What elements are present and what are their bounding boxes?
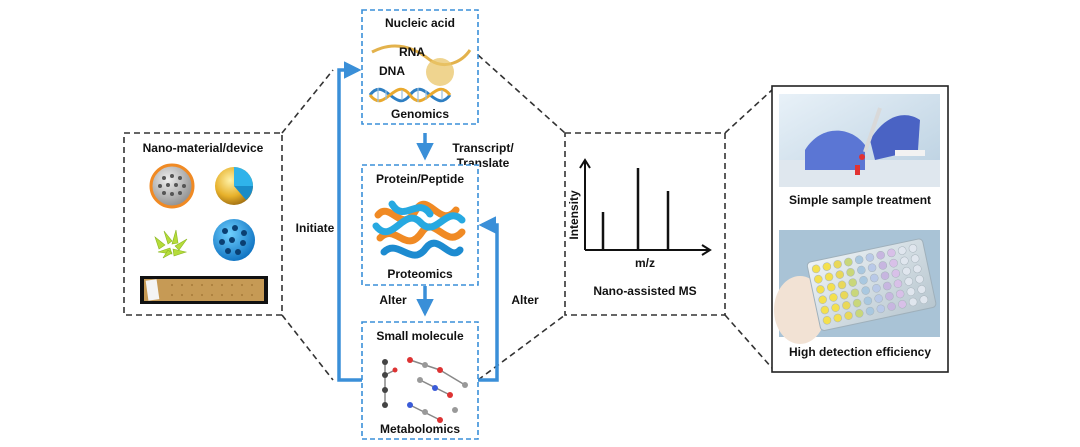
plate-well: [906, 287, 916, 296]
ms-x-label: m/z: [635, 256, 655, 270]
proteomics-label: Proteomics: [387, 267, 453, 281]
ms-caption: Nano-assisted MS: [593, 284, 696, 298]
plate-well: [889, 258, 898, 268]
nano-box-title: Nano-material/device: [143, 141, 264, 155]
alter-left-label: Alter: [379, 293, 407, 307]
plate-well: [902, 266, 911, 276]
dna-helix-icon: [368, 44, 472, 103]
plate-well: [897, 246, 907, 255]
nanoflower-icon: [154, 229, 188, 259]
plate-well: [857, 265, 866, 275]
plate-well: [919, 295, 929, 304]
alter-right-label: Alter: [511, 293, 539, 307]
plate-well: [865, 306, 875, 316]
dashed-connectors: [281, 54, 773, 381]
plate-well: [824, 272, 834, 282]
plate-well: [872, 284, 881, 293]
plate-well: [829, 293, 838, 302]
plate-well: [859, 276, 868, 285]
plate-well: [887, 302, 896, 311]
plate-well: [839, 290, 849, 300]
nucleic-title: Nucleic acid: [385, 16, 455, 30]
plate-well: [846, 268, 855, 277]
plate-well: [826, 282, 836, 292]
well-plate-photo: [774, 230, 940, 344]
blue-arrows: [337, 61, 499, 382]
plate-well: [861, 286, 870, 295]
plate-well: [878, 261, 888, 270]
janus-particle-icon: [215, 167, 253, 205]
protein-title: Protein/Peptide: [376, 172, 464, 186]
molecule-icon: [382, 357, 468, 423]
plate-well: [831, 303, 840, 312]
plate-well: [913, 264, 922, 274]
plate-well: [891, 269, 901, 278]
plate-well: [842, 301, 851, 310]
transcript-label: Transcript/: [452, 141, 514, 155]
benefits-box: Simple sample treatment High detection e…: [771, 85, 949, 373]
plate-well: [850, 288, 860, 298]
plate-well: [917, 285, 926, 294]
plate-well: [822, 316, 832, 325]
plate-well: [852, 298, 862, 308]
plate-well: [811, 264, 821, 274]
porous-blue-sphere-icon: [213, 219, 255, 261]
plate-well: [833, 260, 842, 269]
plate-well: [865, 253, 875, 262]
metabolomics-label: Metabolomics: [380, 422, 460, 436]
protein-ribbon-icon: [372, 200, 466, 259]
plate-well: [854, 255, 864, 265]
small-molecule-title: Small molecule: [376, 329, 464, 343]
nucleic-acid-box: Nucleic acid RNA DNA Genomics: [361, 9, 479, 125]
plate-well: [835, 270, 845, 279]
initiate-label: Initiate: [296, 221, 335, 235]
chip-icon: [140, 276, 268, 304]
plate-well: [882, 281, 892, 291]
ms-y-label: Intensity: [567, 190, 581, 240]
rna-label: RNA: [399, 45, 425, 59]
benefit-1-label: Simple sample treatment: [789, 193, 931, 207]
protein-box: Protein/Peptide Proteomics: [361, 164, 479, 286]
mesoporous-sphere-icon: [149, 163, 195, 209]
plate-well: [874, 294, 883, 303]
plate-well: [908, 244, 918, 253]
plate-well: [915, 274, 924, 284]
plate-well: [908, 297, 918, 307]
plate-well: [904, 277, 913, 286]
plate-well: [820, 305, 830, 315]
plate-well: [895, 289, 905, 299]
genomics-label: Genomics: [391, 107, 449, 121]
plate-well: [898, 300, 907, 309]
plate-well: [876, 304, 886, 314]
plate-well: [885, 292, 894, 301]
plate-well: [833, 313, 843, 323]
dna-label: DNA: [379, 64, 405, 78]
plate-well: [893, 279, 903, 288]
ms-box: Intensity m/z Nano-assisted MS: [564, 132, 726, 316]
plate-well: [876, 250, 885, 260]
plate-well: [848, 278, 857, 287]
plate-well: [870, 273, 879, 283]
lab-pipette-photo: [779, 94, 940, 187]
plate-well: [900, 256, 909, 266]
plate-well: [880, 271, 890, 280]
plate-well: [816, 285, 825, 294]
plate-well: [910, 254, 920, 263]
ms-spectrum-plot: [579, 158, 712, 256]
plate-well: [822, 262, 832, 271]
small-molecule-box: Small molecule Metabolomics: [361, 321, 479, 440]
plate-well: [814, 274, 823, 284]
plate-well: [887, 248, 896, 258]
benefit-2-label: High detection efficiency: [789, 345, 931, 359]
nano-material-box: Nano-material/device: [123, 132, 283, 316]
plate-well: [844, 311, 853, 320]
plate-well: [837, 280, 847, 290]
plate-well: [855, 309, 864, 318]
plate-well: [863, 296, 873, 306]
plate-well: [818, 295, 827, 304]
plate-well: [867, 263, 877, 273]
plate-well: [844, 257, 853, 267]
